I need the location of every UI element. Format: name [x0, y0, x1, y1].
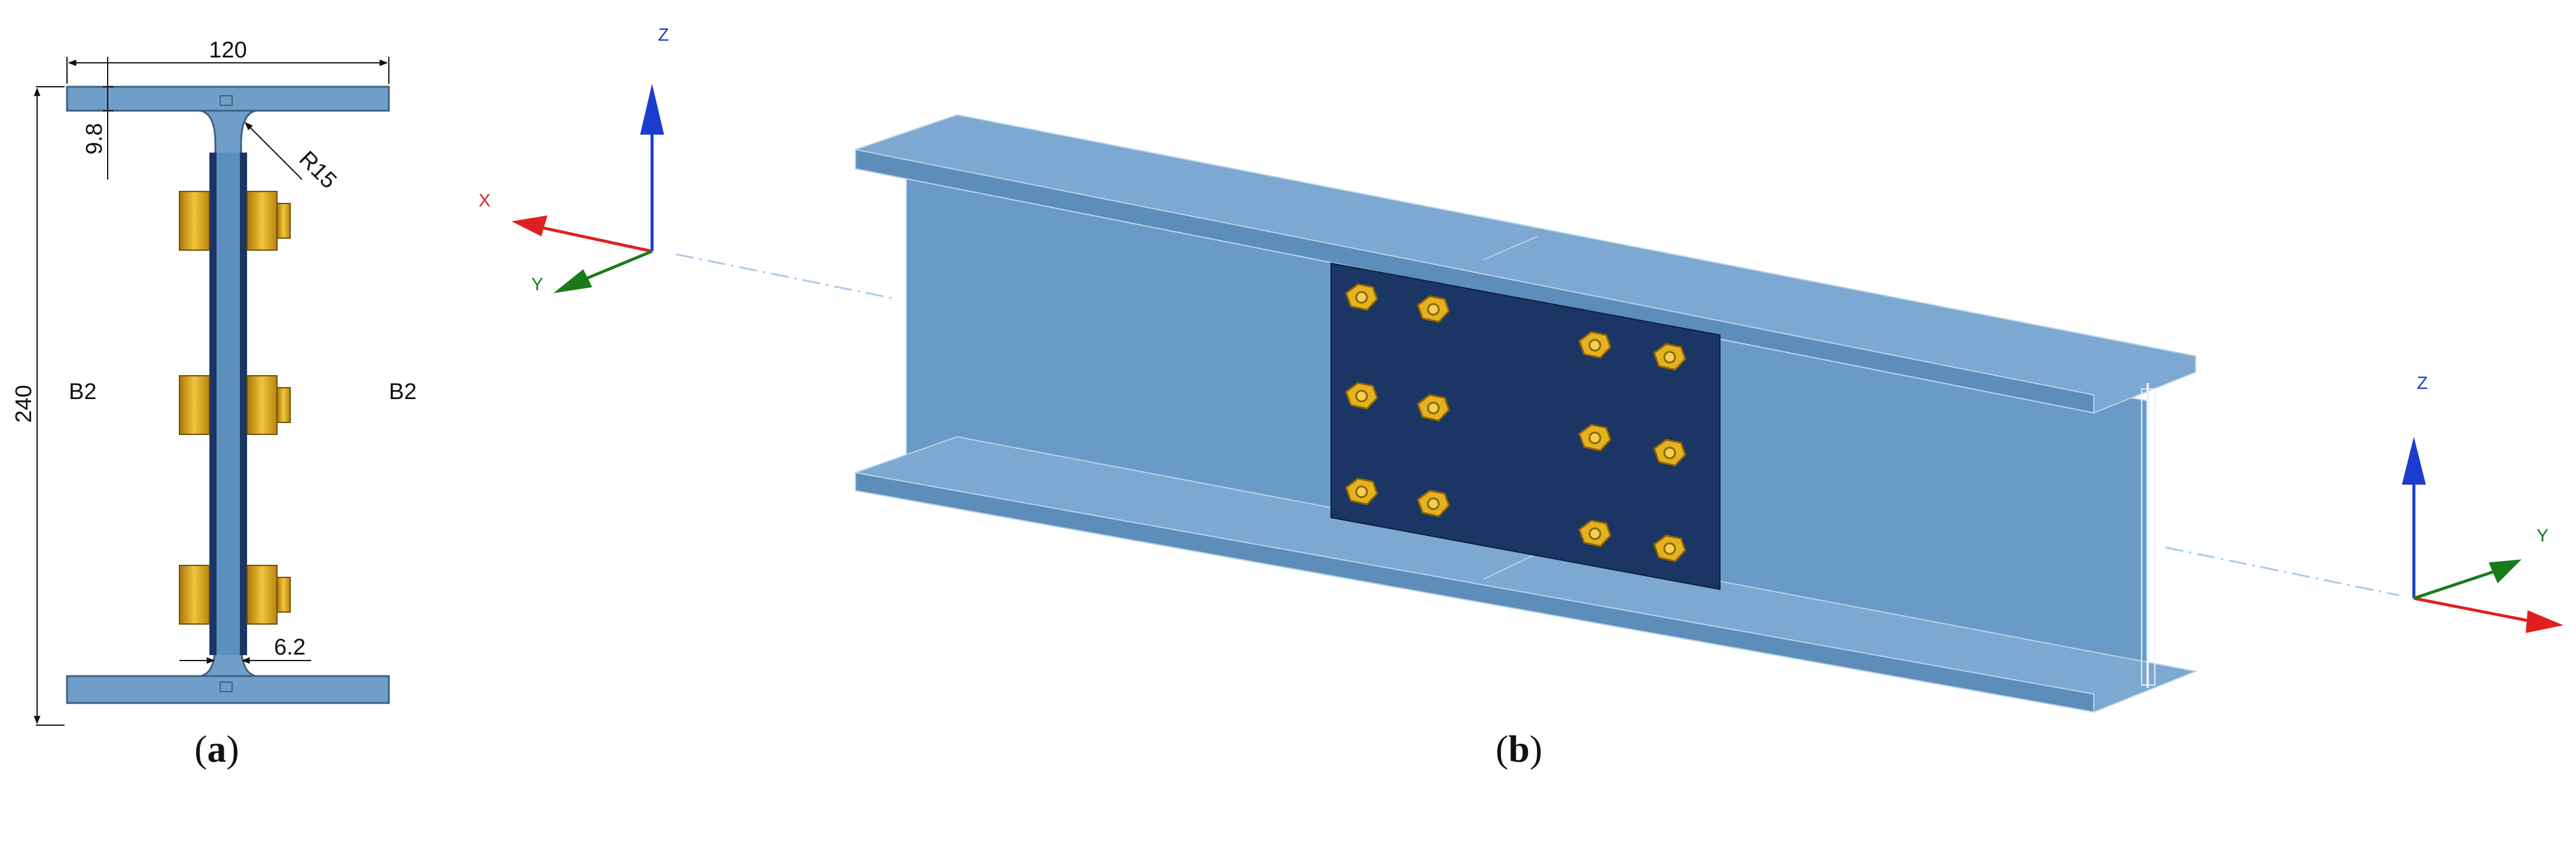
dim-flange-thickness-label: 9.8 [82, 123, 107, 155]
bolt-label-right: B2 [389, 379, 416, 404]
beam-end-section-web [2141, 388, 2155, 686]
dim-height: 240 [11, 86, 65, 726]
dim-flange-width: 120 [66, 38, 389, 84]
bolt [1417, 394, 1450, 422]
dim-height-label: 240 [11, 385, 36, 422]
dim-web-thickness-label: 6.2 [274, 635, 306, 660]
dim-flange-width-label: 120 [209, 38, 246, 63]
dim-flange-thickness: 9.8 [82, 57, 114, 179]
splice-plate-right [240, 153, 247, 655]
caption-a: (a) [194, 728, 239, 770]
web-core [217, 153, 240, 655]
axis-left-x-label: X [479, 191, 491, 211]
axis-right-z-label: Z [2417, 373, 2428, 393]
bottom-flange [66, 675, 390, 704]
bolt [1653, 534, 1686, 562]
axis-triad-right: Z Y [2402, 373, 2563, 633]
splice-bolts [1345, 283, 1686, 562]
bolt [1653, 439, 1686, 467]
splice-joint-line-bottom [1483, 553, 1538, 580]
centerline-left [675, 253, 898, 300]
bolt-row-2 [179, 375, 291, 435]
dim-fillet-radius-label: R15 [294, 147, 342, 194]
beam-bottom-flange-front-edge [855, 471, 2094, 713]
flange-marker-top [220, 95, 233, 106]
centerline-right [2165, 546, 2400, 597]
axis-left-z-label: Z [658, 25, 669, 45]
splice-plate-left [209, 153, 217, 655]
dim-fillet-radius: R15 [245, 122, 342, 194]
bolt [1345, 477, 1378, 506]
beam-top-flange-front-edge [855, 148, 2094, 414]
splice-joint-line-top [1483, 236, 1538, 260]
bolt-label-left: B2 [69, 379, 96, 404]
axis-triad-left: Z X Y [479, 25, 669, 294]
bolt [1578, 519, 1612, 547]
axis-left-y-label: Y [531, 275, 543, 294]
bolt [1417, 295, 1450, 323]
panel-b-3d-view: Z X Y [479, 25, 2563, 713]
panel-a-cross-section: 120 9.8 R15 240 6.2 B2 B2 [11, 38, 416, 726]
bolt [1345, 382, 1378, 410]
caption-b: (b) [1496, 728, 1543, 770]
bolt [1417, 489, 1450, 518]
bolt [1578, 331, 1612, 359]
bolt [1345, 283, 1378, 311]
bolt-row-1 [179, 191, 291, 251]
dim-web-thickness: 6.2 [179, 635, 311, 664]
bolt [1578, 424, 1612, 452]
top-flange [66, 86, 390, 112]
flange-marker-bottom [220, 681, 233, 692]
bolt-row-3 [179, 565, 291, 625]
bolt [1653, 343, 1686, 371]
axis-right-y-label: Y [2537, 526, 2548, 546]
